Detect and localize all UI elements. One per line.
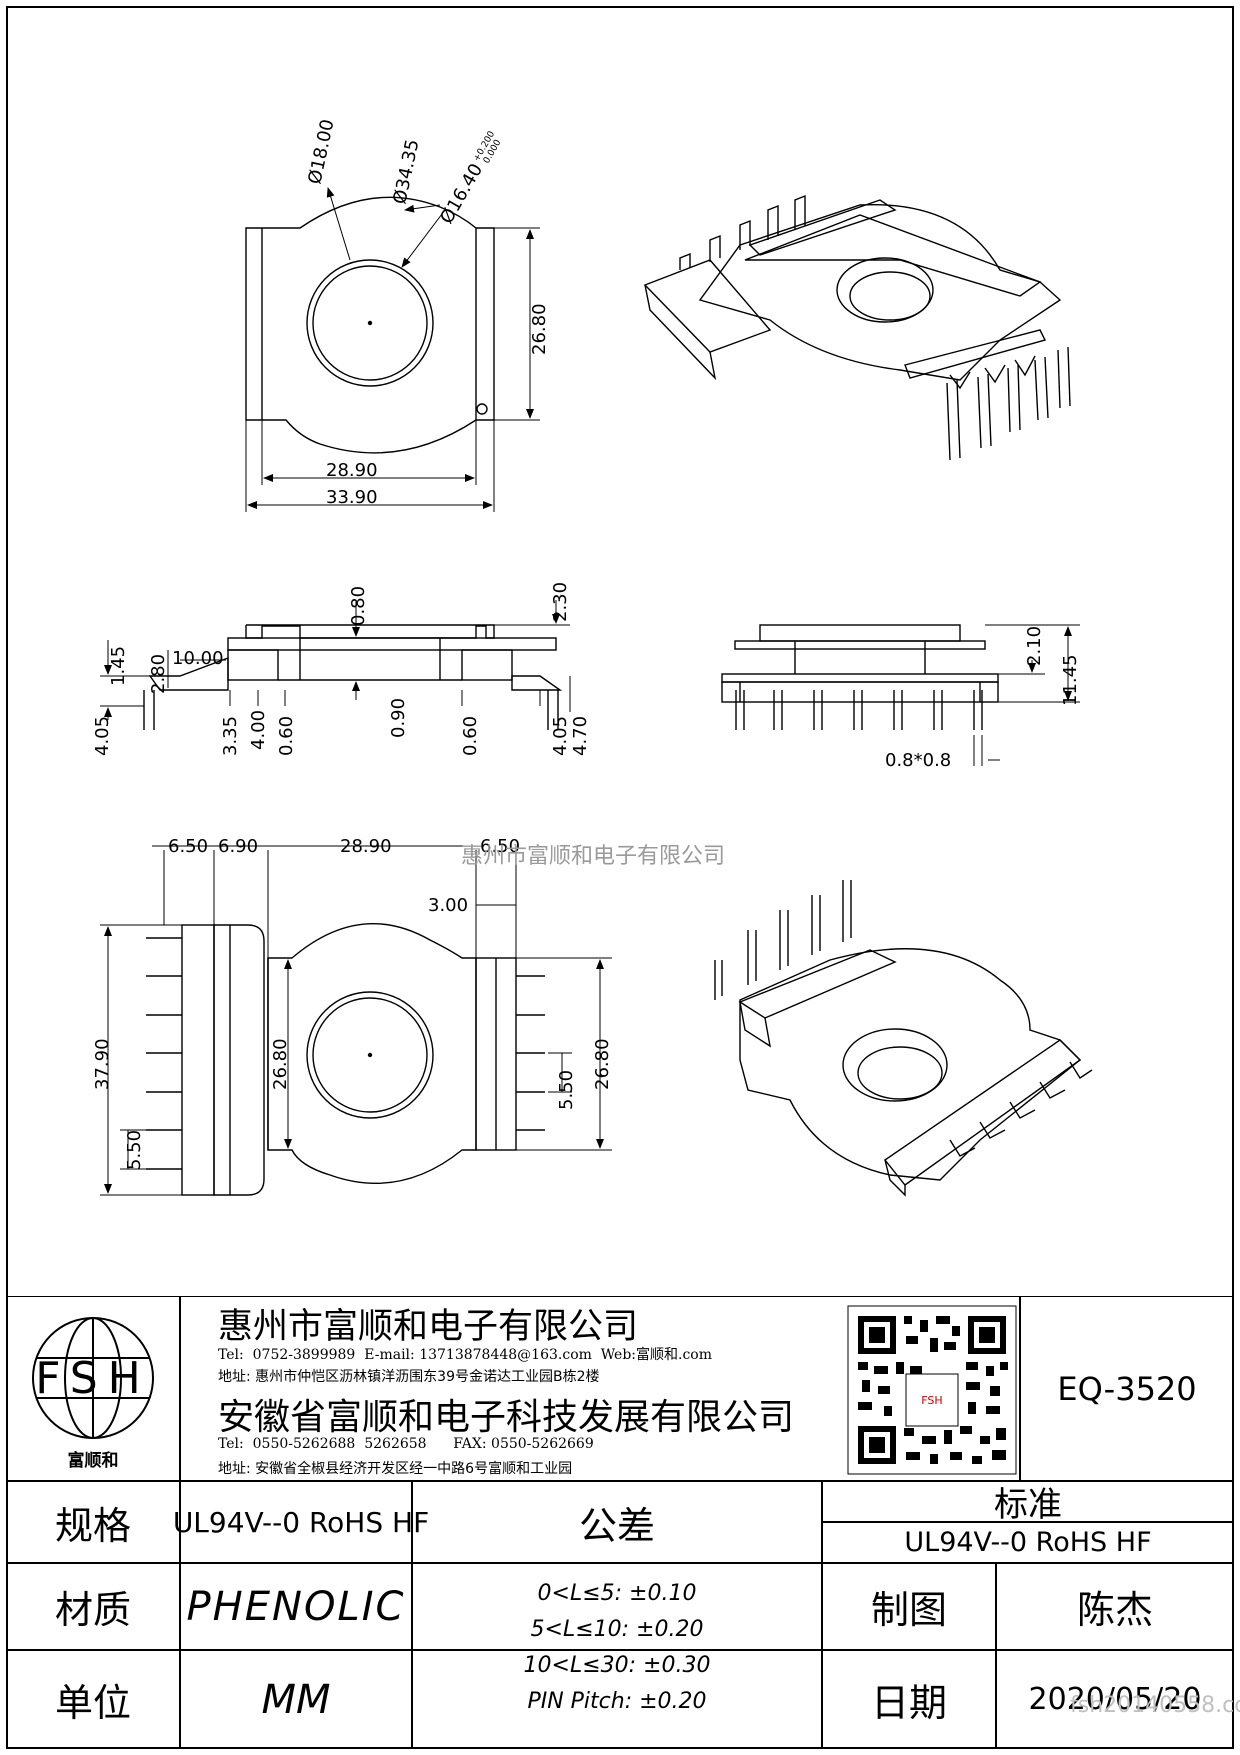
dim-v280: 2.80: [148, 654, 169, 694]
bottom-view-labels: 6.50 6.90 28.90 6.50 3.00 37.90 5.50 26.…: [92, 836, 613, 1170]
bottom-view: [146, 923, 545, 1196]
dim-v335: 3.35: [220, 716, 241, 756]
isometric-view-top: [643, 194, 1071, 461]
watermark-url: fsh20140558.com: [1070, 1693, 1240, 1718]
tolerance-line: 5<L≤10: ±0.20: [530, 1617, 704, 1642]
company1-address: 地址: 惠州市仲恺区沥林镇洋沥围东39号金诺达工业园B栋2楼: [218, 1369, 600, 1385]
date-value: 2020/05/20: [1028, 1682, 1202, 1717]
dim-v405l: 4.05: [92, 716, 113, 756]
watermark-text: 惠州市富顺和电子有限公司: [461, 844, 726, 869]
front-view-labels: 0.80 2.30 1.45 2.80 10.00 4.05 3.35 4.00…: [92, 582, 591, 756]
dim-b650r: 6.50: [480, 836, 520, 857]
dim-v210: 2.10: [1024, 626, 1045, 666]
company2-address: 地址: 安徽省全椒县经济开发区经一中路6号富顺和工业园: [218, 1461, 573, 1477]
standard-label: 标准: [994, 1485, 1062, 1525]
tolerance-lines: 0<L≤5: ±0.10 5<L≤10: ±0.20 10<L≤30: ±0.3…: [412, 1576, 822, 1720]
dim-v1000: 10.00: [172, 648, 224, 669]
dim-b550r: 5.50: [556, 1070, 577, 1110]
dim-b2890: 28.90: [340, 836, 392, 857]
qr-code-icon: [847, 1305, 1017, 1475]
dim-v080: 0.80: [348, 586, 369, 626]
dim-b2680l: 26.80: [270, 1038, 291, 1090]
front-view-dimensions: [100, 600, 571, 720]
unit-label: 单位: [54, 1681, 131, 1725]
drawn-by-label: 制图: [870, 1588, 947, 1632]
side-view: [721, 624, 999, 730]
material-value: PHENOLIC: [186, 1583, 406, 1630]
side-view-dimensions: [973, 624, 1080, 766]
dim-b690: 6.90: [218, 836, 258, 857]
spec-label: 规格: [54, 1503, 131, 1548]
tolerance-line: PIN Pitch: ±0.20: [527, 1689, 707, 1714]
dim-v400: 4.00: [248, 710, 269, 750]
tolerance-line: 0<L≤5: ±0.10: [537, 1581, 697, 1606]
company2-contact: Tel: 0550-5262688 5262658 FAX: 0550-5262…: [218, 1436, 594, 1452]
dim-v405r: 4.05: [550, 716, 571, 756]
dim-b3790: 37.90: [92, 1038, 113, 1090]
bottom-view-dimensions: [100, 845, 612, 1196]
tolerance-label: 公差: [578, 1503, 655, 1548]
dim-b2680r: 26.80: [592, 1038, 613, 1090]
material-label: 材质: [54, 1588, 131, 1632]
logo-letters: FSH: [35, 1352, 151, 1404]
unit-value: MM: [261, 1676, 331, 1723]
logo-caption: 富顺和: [67, 1450, 119, 1471]
standard-value: UL94V--0 RoHS HF: [904, 1527, 1152, 1558]
dim-b550l: 5.50: [124, 1130, 145, 1170]
drawing-frame: [6, 6, 1234, 1749]
tolerance-line: 10<L≤30: ±0.30: [523, 1653, 711, 1678]
dim-h2680: 26.80: [529, 303, 550, 355]
part-number: EQ-3520: [1057, 1369, 1197, 1408]
company1-contact: Tel: 0752-3899989 E-mail: 13713878448@16…: [218, 1347, 712, 1363]
front-view: [143, 624, 563, 730]
dim-d18: Ø18.00: [304, 117, 338, 186]
dim-v060r: 0.60: [460, 716, 481, 756]
title-block: FSH FSH 富顺和 惠州市富顺和电子有限公司 Tel: 0752-38999…: [6, 1296, 1234, 1749]
drawn-by-value: 陈杰: [1076, 1588, 1153, 1632]
logo-globe-icon: [32, 1317, 154, 1439]
spec-value: UL94V--0 RoHS HF: [172, 1505, 430, 1539]
dim-v090: 0.90: [388, 698, 409, 738]
side-view-pins: [735, 690, 983, 730]
dim-v470: 4.70: [570, 716, 591, 756]
dim-w2890: 28.90: [326, 460, 378, 481]
dim-v230: 2.30: [550, 582, 571, 622]
top-view: [245, 196, 495, 454]
side-view-labels: 2.10 11.45 0.8*0.8: [885, 626, 1081, 771]
dim-b650l: 6.50: [168, 836, 208, 857]
title-block-grid: [6, 1296, 1234, 1749]
company1-name: 惠州市富顺和电子有限公司: [218, 1307, 639, 1347]
isometric-view-bottom: [714, 880, 1093, 1197]
dim-w3390: 33.90: [326, 487, 378, 508]
company2-name: 安徽省富顺和电子科技发展有限公司: [218, 1397, 795, 1438]
dim-v1145: 11.45: [1060, 654, 1081, 706]
top-view-dimensions: [245, 187, 540, 512]
qr-center-label: FSH: [921, 1393, 943, 1407]
dim-d3435: Ø34.35: [389, 137, 423, 206]
dim-pin: 0.8*0.8: [885, 750, 951, 771]
dim-b300: 3.00: [428, 895, 468, 916]
dim-v145: 1.45: [108, 646, 129, 686]
technical-drawing: Ø18.00 Ø34.35 Ø16.40 +0.200 0.000 26.80 …: [92, 117, 1093, 1197]
date-label: 日期: [870, 1681, 947, 1725]
dim-v060l: 0.60: [276, 716, 297, 756]
